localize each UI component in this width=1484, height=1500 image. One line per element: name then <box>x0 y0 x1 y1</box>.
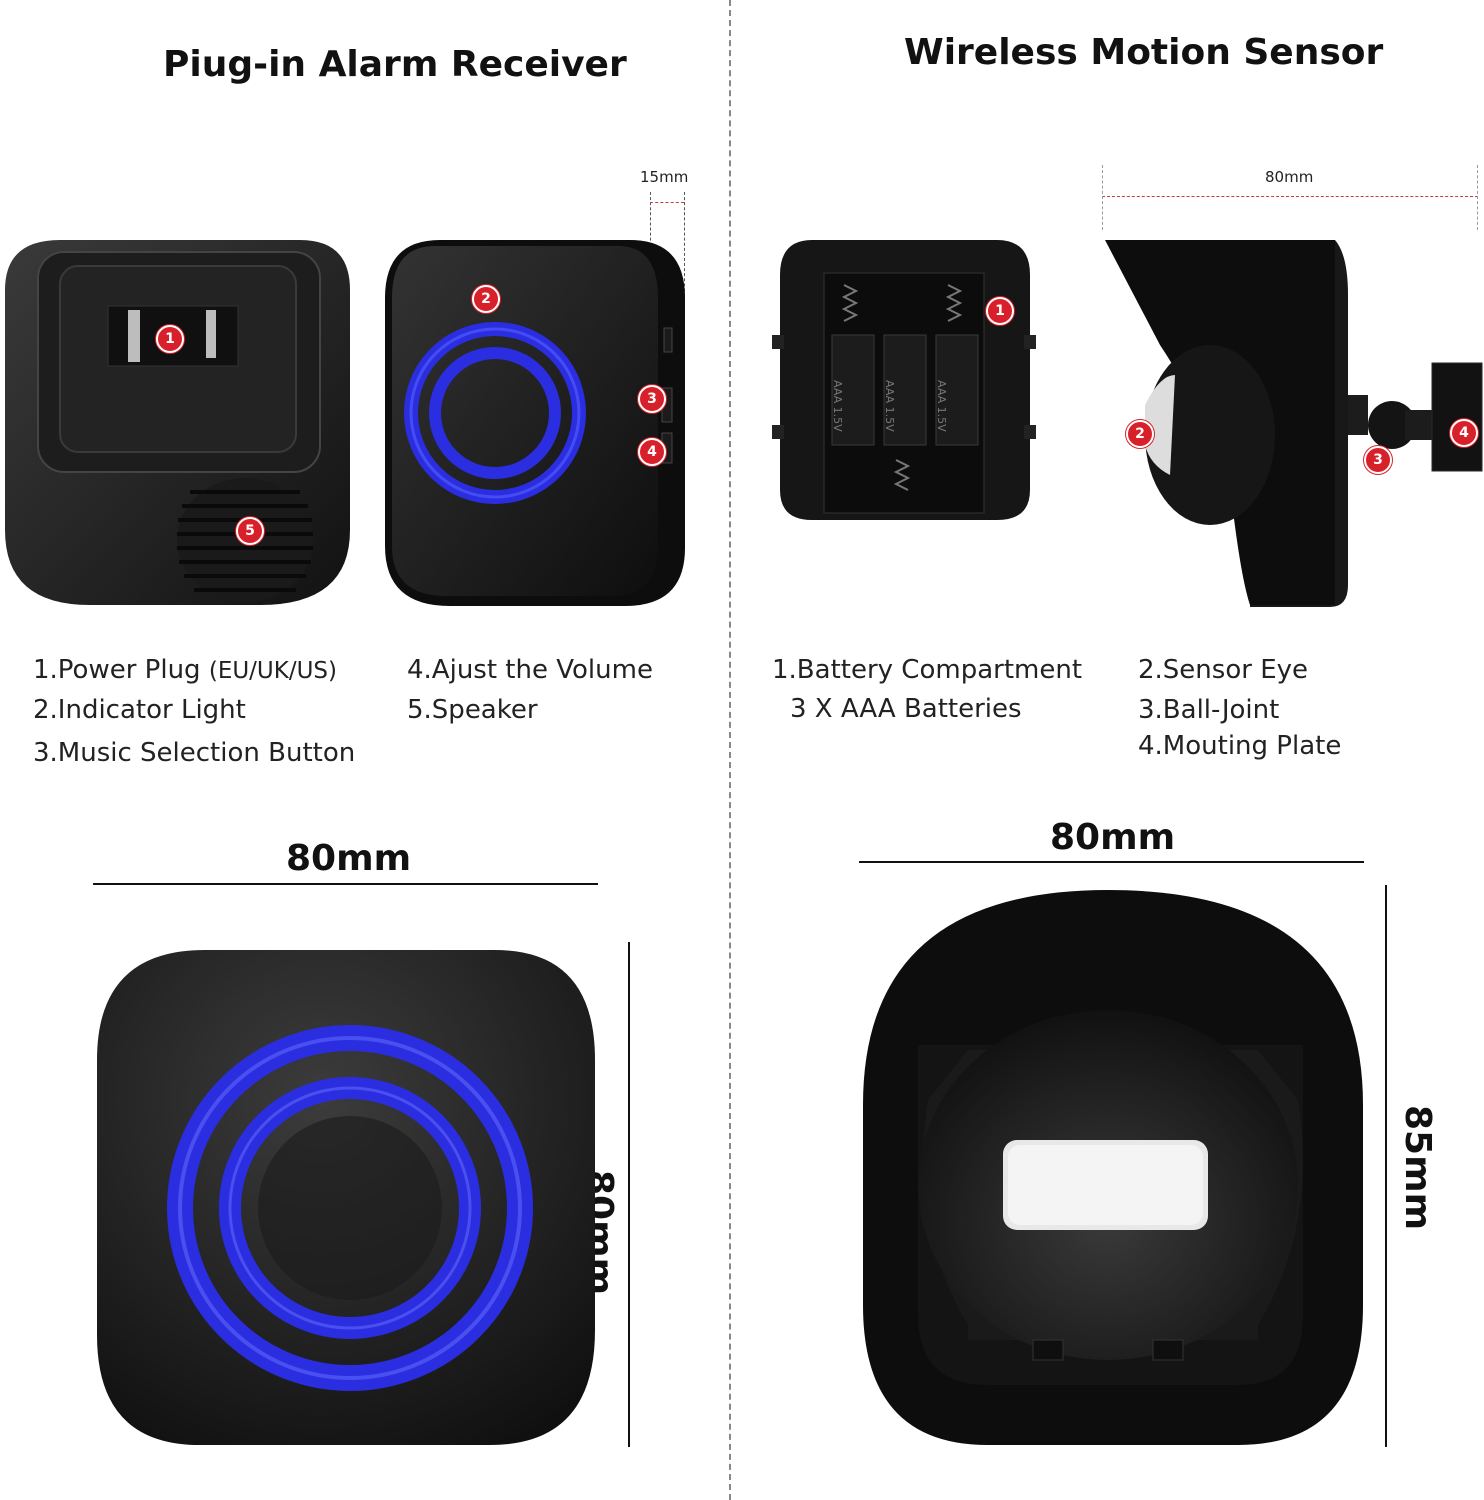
sensor-width-label: 80mm <box>1050 817 1176 858</box>
sensor-large-front-image <box>863 890 1363 1445</box>
receiver-label-3: 3.Music Selection Button <box>33 738 356 768</box>
callout-1-battery: 1 <box>986 297 1014 325</box>
sensor-label-4: 4.Mouting Plate <box>1138 731 1342 761</box>
callout-2-sensor-eye: 2 <box>1126 420 1154 448</box>
receiver-label-5: 5.Speaker <box>407 695 538 725</box>
receiver-front-image <box>385 240 685 606</box>
receiver-width-label: 80mm <box>286 838 412 879</box>
receiver-label-4: 4.Ajust the Volume <box>407 655 653 685</box>
sensor-width-line <box>859 861 1364 863</box>
receiver-large-front-image <box>97 950 595 1445</box>
callout-5-speaker: 5 <box>236 517 264 545</box>
receiver-label-1-region: (EU/UK/US) <box>208 658 338 684</box>
sensor-top-width-line <box>1102 196 1478 197</box>
sensor-height-label: 85mm <box>1397 1105 1438 1231</box>
battery-marking-2: AAA 1.5V <box>883 380 896 432</box>
callout-1-power-plug: 1 <box>156 325 184 353</box>
sensor-label-1: 1.Battery Compartment <box>772 655 1083 685</box>
receiver-label-1: 1.Power Plug (EU/UK/US) <box>33 657 337 683</box>
callout-3-music-button: 3 <box>638 385 666 413</box>
sensor-battery-image <box>772 240 1036 520</box>
callout-4-mounting-plate: 4 <box>1450 419 1478 447</box>
receiver-label-2: 2.Indicator Light <box>33 695 246 725</box>
sensor-label-2: 2.Sensor Eye <box>1138 655 1309 685</box>
center-divider <box>729 0 731 1500</box>
receiver-width-line <box>93 883 598 885</box>
receiver-thickness-label: 15mm <box>640 168 689 186</box>
sensor-top-guide-left <box>1102 165 1103 230</box>
sensor-side-image <box>1105 240 1483 607</box>
sensor-title: Wireless Motion Sensor <box>904 32 1384 73</box>
sensor-height-line <box>1385 885 1387 1447</box>
thickness-guide-right <box>684 192 685 332</box>
sensor-top-width-label: 80mm <box>1265 168 1314 186</box>
receiver-title: Piug-in Alarm Receiver <box>163 44 627 85</box>
sensor-label-3: 3.Ball-Joint <box>1138 695 1280 725</box>
battery-marking-1: AAA 1.5V <box>831 380 844 432</box>
callout-3-ball-joint: 3 <box>1364 446 1392 474</box>
callout-2-indicator-light: 2 <box>472 285 500 313</box>
sensor-label-1-detail: 3 X AAA Batteries <box>790 694 1022 724</box>
thickness-guide-top <box>650 202 684 203</box>
battery-marking-3: AAA 1.5V <box>935 380 948 432</box>
receiver-label-1-text: 1.Power Plug <box>33 655 201 685</box>
callout-4-volume: 4 <box>638 438 666 466</box>
sensor-top-guide-right <box>1477 165 1478 230</box>
receiver-height-line <box>628 942 630 1447</box>
receiver-back-image <box>5 240 350 605</box>
